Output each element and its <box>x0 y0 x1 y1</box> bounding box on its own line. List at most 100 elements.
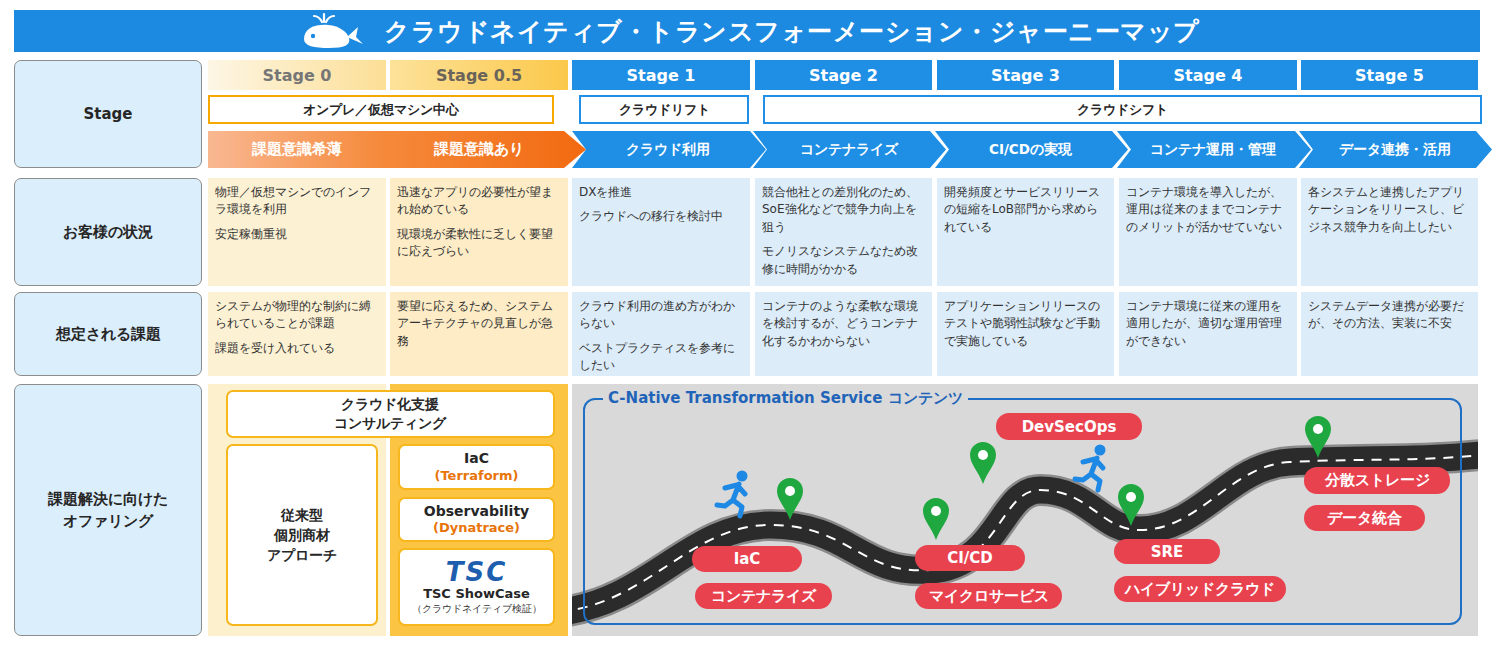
stage-header-text: Stage 4 <box>1174 66 1243 85</box>
content-pill-text: 分散ストレージ <box>1325 471 1430 490</box>
stage-cell: システムが物理的な制約に縛られていることが課題課題を受け入れている <box>208 292 386 376</box>
service-panel-text: C-Native Transformation Service コンテンツ <box>603 389 968 408</box>
stage-header: Stage 2 <box>755 60 932 90</box>
location-pin <box>1118 484 1144 526</box>
content-pill: 分散ストレージ <box>1304 467 1450 494</box>
stage-cell-text: アプリケーションリリースのテストや脆弱性試験など手動で実施している <box>944 298 1107 350</box>
runner-head <box>737 471 748 482</box>
whale-body <box>304 25 349 48</box>
road-surface <box>572 454 1478 612</box>
step-chevron-text: CI/CDの実現 <box>989 141 1072 159</box>
service-panel: C-Native Transformation Service コンテンツIaC… <box>583 398 1462 625</box>
showcase-box-text: TSC <box>446 559 508 586</box>
content-pill: データ統合 <box>1304 505 1425 531</box>
stage-header: Stage 1 <box>572 60 750 90</box>
step-chevron: コンテナ運用・管理 <box>1117 131 1311 168</box>
stage-header: Stage 0.5 <box>390 60 568 90</box>
stage-cell: 物理／仮想マシンでのインフラ環境を利用安定稼働重視 <box>208 178 386 286</box>
offering-box: Observability(Dynatrace) <box>398 497 555 542</box>
chevron-fill <box>572 131 766 168</box>
step-chevron: データ連携・活用 <box>1299 131 1492 168</box>
stage-header-text: Stage 0 <box>263 66 332 85</box>
stage-cell-text: 開発頻度とサービスリリースの短縮をLoB部門から求められている <box>944 184 1107 236</box>
stage-cell-text: モノリスなシステムなため改修に時間がかかる <box>762 243 925 278</box>
content-pill-text: DevSecOps <box>1022 418 1117 436</box>
stage-cell-text: 要望に応えるため、システムアーキテクチャの見直しが急務 <box>397 298 561 350</box>
offering-box-text: クラウド化支援 コンサルティング <box>330 395 450 433</box>
phase-band-text: クラウドシフト <box>1077 101 1168 119</box>
row-header: 課題解決に向けた オファリング <box>14 384 202 636</box>
pin-hole <box>1313 424 1323 434</box>
pin-body <box>777 478 803 520</box>
whale-icon <box>304 14 363 48</box>
row-header-text: 課題解決に向けた オファリング <box>37 488 180 533</box>
step-chevron: CI/CDの実現 <box>935 131 1128 168</box>
stage-header: Stage 3 <box>937 60 1114 90</box>
stage-cell: アプリケーションリリースのテストや脆弱性試験など手動で実施している <box>937 292 1114 376</box>
content-pill: SRE <box>1114 539 1220 564</box>
row-header: Stage <box>14 60 202 168</box>
road-edge <box>572 454 1478 612</box>
chevron-fill <box>1299 131 1492 168</box>
pin-body <box>970 442 996 484</box>
content-pill-text: マイクロサービス <box>929 587 1049 606</box>
runner-head <box>1095 445 1106 456</box>
content-pill: DevSecOps <box>996 413 1142 440</box>
stage-cell: 要望に応えるため、システムアーキテクチャの見直しが急務 <box>390 292 568 376</box>
stage-cell-text: 物理／仮想マシンでのインフラ環境を利用 <box>215 184 379 219</box>
stage-cell: クラウド利用の進め方がわからないベストプラクティスを参考にしたい <box>572 292 750 376</box>
content-pill-text: IaC <box>734 550 761 568</box>
whale-spout <box>314 14 334 22</box>
stage-header-text: Stage 2 <box>809 66 878 85</box>
offering-box-text: (Dynatrace) <box>433 520 520 537</box>
pin-hole <box>785 486 795 496</box>
awareness-arrow-text: 課題意識希薄 <box>208 140 386 159</box>
offering-box-text: 従来型 個別商材 アプローチ <box>263 505 341 566</box>
stage-cell-text: DXを推進 <box>579 184 743 201</box>
stage-cell-text: 安定稼働重視 <box>215 226 379 243</box>
step-chevron: コンテナライズ <box>753 131 946 168</box>
stage-cell: システムデータ連携が必要だが、その方法、実装に不安 <box>1301 292 1478 376</box>
content-pill: ハイブリッドクラウド <box>1114 576 1286 602</box>
location-pin <box>970 442 996 484</box>
location-pin <box>777 478 803 520</box>
stage-cell: 競合他社との差別化のため、SoE強化などで競争力向上を狙うモノリスなシステムなた… <box>755 178 932 286</box>
stage-cell: コンテナ環境に従来の運用を適用したが、適切な運用管理ができない <box>1119 292 1297 376</box>
arrow-fill <box>208 131 586 168</box>
stage-header-text: Stage 1 <box>627 66 696 85</box>
stage-cell-text: クラウドへの移行を検討中 <box>579 208 743 225</box>
stage-cell-text: 課題を受け入れている <box>215 340 379 357</box>
step-chevron-text: クラウド利用 <box>626 141 710 159</box>
runner-limbs <box>717 484 745 516</box>
offering-box: IaC(Terraform) <box>398 444 555 490</box>
stage-cell-text: クラウド利用の進め方がわからない <box>579 298 743 333</box>
pin-hole <box>931 506 941 516</box>
stage-cell: 迅速なアプリの必要性が望まれ始めている現環境が柔軟性に乏しく要望に応えづらい <box>390 178 568 286</box>
pin-body <box>1305 416 1331 458</box>
pin-body <box>923 498 949 540</box>
stage-cell-text: コンテナ環境を導入したが、運用は従来のままでコンテナのメリットが活かせていない <box>1126 184 1290 236</box>
phase-band-text: クラウドリフト <box>619 101 710 119</box>
stage-header-text: Stage 3 <box>991 66 1060 85</box>
phase-band-text: オンプレ／仮想マシン中心 <box>303 101 459 119</box>
road <box>572 454 1478 612</box>
row-header: 想定される課題 <box>14 292 202 376</box>
step-chevron-text: コンテナ運用・管理 <box>1150 141 1276 159</box>
showcase-box-text: TSC ShowCase <box>423 586 530 603</box>
stage-cell-text: システムが物理的な制約に縛られていることが課題 <box>215 298 379 333</box>
offering-box: クラウド化支援 コンサルティング <box>226 390 555 438</box>
location-pin <box>1305 416 1331 458</box>
whale-eye <box>311 34 315 38</box>
chevron-fill <box>1117 131 1311 168</box>
stage-cell: コンテナのような柔軟な環境を検討するが、どうコンテナ化するかわからない <box>755 292 932 376</box>
location-pin <box>923 498 949 540</box>
phase-band: クラウドシフト <box>763 95 1482 124</box>
showcase-box: TSCTSC ShowCase（クラウドネイティブ検証） <box>398 548 555 626</box>
awareness-arrow-text: 課題意識あり <box>390 140 568 159</box>
showcase-box-text: （クラウドネイティブ検証） <box>412 603 542 615</box>
stage-header: Stage 4 <box>1119 60 1297 90</box>
chevron-fill <box>935 131 1128 168</box>
stage-header: Stage 5 <box>1301 60 1478 90</box>
step-chevron: クラウド利用 <box>572 131 766 168</box>
